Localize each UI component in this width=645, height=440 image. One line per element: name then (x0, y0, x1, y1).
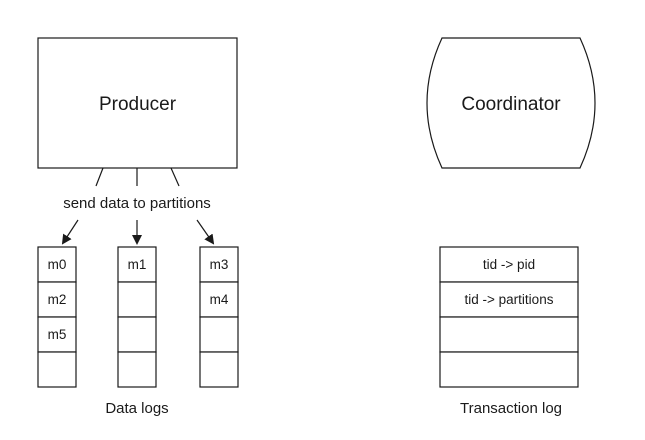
partition-cell (37, 351, 77, 388)
partition-cell (199, 316, 239, 353)
partition-cell-label: m4 (210, 292, 229, 307)
partition-cell (37, 246, 77, 283)
partition-cell (117, 351, 157, 388)
transaction-log-table: tid -> pid tid -> partitions (439, 246, 579, 388)
transaction-log-row (439, 351, 579, 388)
partition-cell (37, 316, 77, 353)
producer-stub-3 (170, 167, 180, 187)
partition-cell-label: m2 (48, 292, 67, 307)
producer-node: Producer (37, 37, 238, 169)
partition-cell-label: m3 (210, 257, 229, 272)
arrow-to-partition-2 (196, 219, 215, 245)
partition-cell (37, 281, 77, 318)
partition-cell (199, 281, 239, 318)
partition-cell-label: m1 (128, 257, 147, 272)
partition-2: m3 m4 (199, 246, 239, 388)
coordinator-label: Coordinator (461, 94, 561, 115)
transaction-log-row-label: tid -> pid (483, 257, 535, 272)
partition-cell (117, 246, 157, 283)
transaction-log-row-label: tid -> partitions (465, 292, 554, 307)
transaction-log-caption: Transaction log (460, 400, 562, 417)
data-logs-caption: Data logs (105, 400, 168, 417)
partition-cell (117, 281, 157, 318)
partition-cell (199, 246, 239, 283)
data-log-partitions: m0 m2 m5 m1 m3 m4 (37, 246, 239, 388)
partition-0: m0 m2 m5 (37, 246, 77, 388)
partition-cell-label: m5 (48, 327, 67, 342)
partition-cell (199, 351, 239, 388)
arrow-to-partition-0 (61, 219, 79, 245)
send-data-caption: send data to partitions (63, 195, 211, 212)
producer-stub-1 (95, 167, 104, 187)
producer-label: Producer (99, 94, 177, 115)
transaction-log-row (439, 316, 579, 353)
coordinator-node: Coordinator (426, 37, 596, 169)
partition-cell-label: m0 (48, 257, 67, 272)
partition-cell (117, 316, 157, 353)
partition-1: m1 (117, 246, 157, 388)
